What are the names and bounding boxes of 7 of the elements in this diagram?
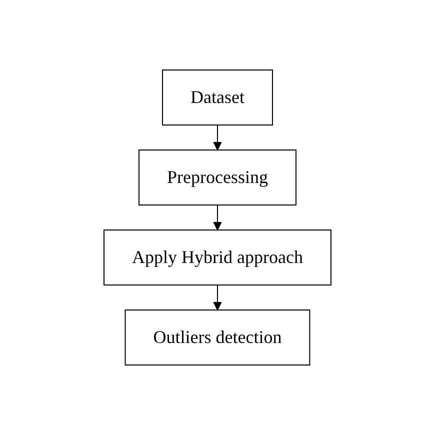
- arrow: [212, 124, 222, 150]
- arrow: [212, 204, 222, 230]
- node-box: Dataset: [162, 69, 272, 125]
- arrow: [212, 284, 222, 310]
- node-box: Preprocessing: [138, 149, 296, 205]
- node-box: Apply Hybrid approach: [103, 229, 331, 285]
- node-box: Outliers detection: [124, 309, 310, 365]
